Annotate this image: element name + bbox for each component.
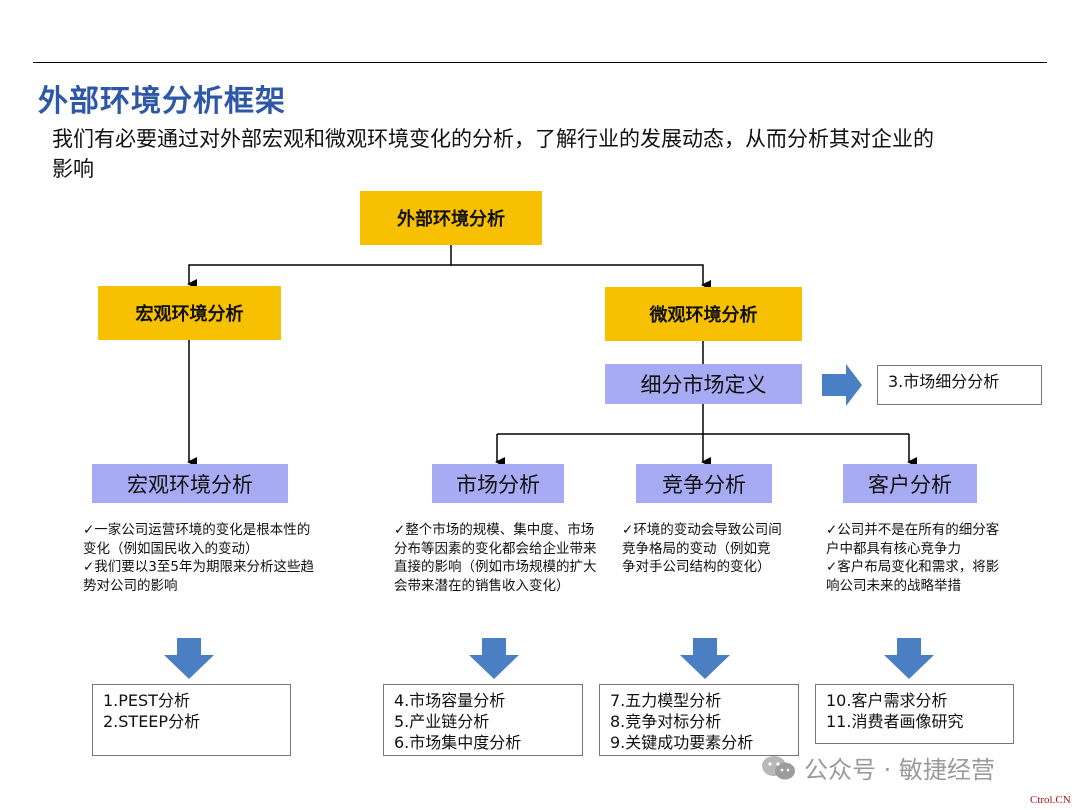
top-rule <box>33 62 1047 63</box>
desc-competition-item: ✓环境的变动会导致公司间竞争格局的变动（例如竞争对手公司结构的变化） <box>622 522 782 575</box>
output-item: 8.竞争对标分析 <box>610 712 722 731</box>
output-item: 6.市场集中度分析 <box>394 733 522 752</box>
down-arrow-macro <box>164 638 214 679</box>
node-segment-definition: 细分市场定义 <box>605 364 802 404</box>
desc-customer-item: ✓客户布局变化和需求，将影响公司未来的战略举措 <box>826 559 1000 594</box>
page-title: 外部环境分析框架 <box>38 84 286 119</box>
credit-text: Ctrol.CN <box>1030 794 1071 806</box>
connector-top-micro <box>451 264 711 290</box>
segment-output-arrow <box>822 364 862 406</box>
output-item: 9.关键成功要素分析 <box>610 733 754 752</box>
output-box-macro: 1.PEST分析 2.STEEP分析 <box>92 684 291 756</box>
node-micro-analysis: 微观环境分析 <box>605 287 802 341</box>
output-item: 10.客户需求分析 <box>826 691 948 710</box>
node-macro-analysis: 宏观环境分析 <box>98 286 281 340</box>
output-box-customer: 10.客户需求分析 11.消费者画像研究 <box>815 684 1014 744</box>
desc-macro-item: ✓我们要以3至5年为期限来分析这些趋势对公司的影响 <box>83 559 314 594</box>
desc-market: ✓整个市场的规模、集中度、市场分布等因素的变化都会给企业带来直接的影响（例如市场… <box>394 521 606 595</box>
output-item: 1.PEST分析 <box>103 691 190 710</box>
output-item: 2.STEEP分析 <box>103 712 201 731</box>
column-header-macro: 宏观环境分析 <box>92 464 288 503</box>
watermark-text: 公众号 · 敏捷经营 <box>804 756 995 784</box>
output-item: 11.消费者画像研究 <box>826 712 964 731</box>
column-header-competition: 竞争分析 <box>636 464 772 503</box>
desc-customer-item: ✓公司并不是在所有的细分客户中都具有核心竞争力 <box>826 522 1000 557</box>
desc-customer: ✓公司并不是在所有的细分客户中都具有核心竞争力 ✓客户布局变化和需求，将影响公司… <box>826 521 1002 595</box>
node-external-analysis: 外部环境分析 <box>360 191 542 245</box>
desc-competition: ✓环境的变动会导致公司间竞争格局的变动（例如竞争对手公司结构的变化） <box>622 521 782 577</box>
column-header-market: 市场分析 <box>432 464 564 503</box>
down-arrow-market <box>469 638 519 679</box>
output-item: 7.五力模型分析 <box>610 691 722 710</box>
down-arrow-customer <box>884 638 934 679</box>
page-subtitle: 我们有必要通过对外部宏观和微观环境变化的分析，了解行业的发展动态，从而分析其对企… <box>52 127 934 181</box>
segment-output-item: 3.市场细分分析 <box>888 372 1000 391</box>
connector-top-macro <box>187 245 452 289</box>
output-item: 4.市场容量分析 <box>394 691 506 710</box>
desc-macro-item: ✓一家公司运营环境的变化是根本性的变化（例如国民收入的变动） <box>83 522 311 557</box>
column-header-customer: 客户分析 <box>843 464 977 503</box>
watermark: 公众号 · 敏捷经营 <box>760 750 995 785</box>
down-arrow-competition <box>680 638 730 679</box>
desc-market-item: ✓整个市场的规模、集中度、市场分布等因素的变化都会给企业带来直接的影响（例如市场… <box>394 522 597 594</box>
output-item: 5.产业链分析 <box>394 712 490 731</box>
desc-macro: ✓一家公司运营环境的变化是根本性的变化（例如国民收入的变动） ✓我们要以3至5年… <box>83 521 323 595</box>
output-box-market: 4.市场容量分析 5.产业链分析 6.市场集中度分析 <box>383 684 583 756</box>
segment-output-box: 3.市场细分分析 <box>877 365 1042 405</box>
wechat-icon <box>762 755 795 779</box>
output-box-competition: 7.五力模型分析 8.竞争对标分析 9.关键成功要素分析 <box>599 684 799 756</box>
